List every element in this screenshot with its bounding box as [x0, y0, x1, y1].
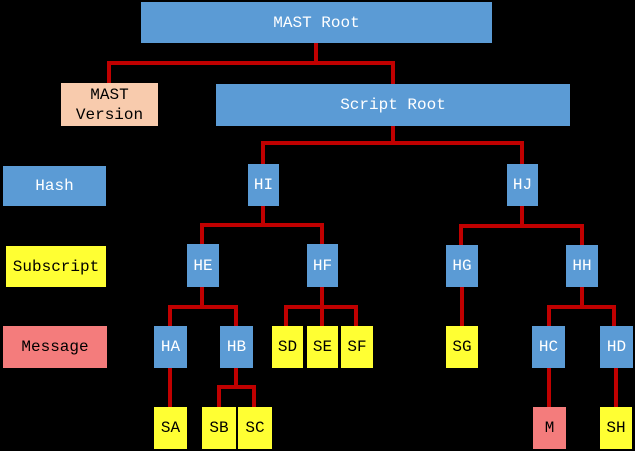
connector-line [168, 305, 172, 328]
connector-line [614, 366, 618, 409]
connector-line [217, 385, 221, 409]
node-hf: HF [307, 244, 338, 287]
connector-line [200, 223, 324, 227]
node-hj: HJ [507, 164, 538, 206]
node-hc: HC [532, 326, 565, 368]
node-sf: SF [341, 326, 373, 368]
connector-line [261, 141, 265, 166]
row-label-subscript: Subscript [6, 246, 106, 287]
connector-line [460, 285, 464, 328]
connector-line [284, 305, 288, 328]
node-hd: HD [600, 326, 633, 368]
connector-line [580, 224, 584, 247]
node-se: SE [307, 326, 338, 368]
connector-line [261, 141, 524, 145]
connector-line [520, 141, 524, 166]
connector-line [612, 305, 616, 328]
row-label-message: Message [3, 326, 107, 368]
node-script-root: Script Root [216, 84, 570, 126]
connector-line [200, 285, 204, 309]
node-hi: HI [248, 164, 279, 206]
connector-line [234, 366, 238, 389]
node-sd: SD [272, 326, 303, 368]
node-hg: HG [446, 245, 478, 287]
connector-line [217, 385, 256, 389]
connector-line [107, 61, 111, 85]
connector-line [320, 223, 324, 246]
connector-line [520, 204, 524, 228]
row-label-hash: Hash [3, 166, 106, 206]
node-sh: SH [600, 407, 632, 449]
connector-line [261, 204, 265, 227]
node-mast-root: MAST Root [141, 2, 492, 43]
connector-line [459, 224, 463, 247]
node-sc: SC [238, 407, 272, 449]
connector-line [547, 366, 551, 409]
connector-line [320, 285, 324, 328]
node-sb: SB [202, 407, 236, 449]
node-hh: HH [566, 245, 598, 287]
connector-line [252, 385, 256, 409]
node-sg: SG [446, 326, 478, 368]
connector-line [391, 124, 395, 145]
connector-line [168, 305, 238, 309]
connector-line [547, 305, 551, 328]
connector-line [354, 305, 358, 328]
node-m: M [533, 407, 566, 449]
node-sa: SA [154, 407, 187, 449]
node-mast-version: MAST Version [61, 83, 158, 126]
connector-line [234, 305, 238, 328]
node-hb: HB [220, 326, 253, 368]
connector-line [547, 305, 616, 309]
connector-line [107, 61, 395, 65]
connector-line [580, 285, 584, 309]
node-ha: HA [154, 326, 187, 368]
connector-line [391, 61, 395, 86]
connector-line [200, 223, 204, 246]
connector-line [168, 366, 172, 409]
connector-line [314, 41, 318, 65]
connector-line [459, 224, 584, 228]
node-he: HE [187, 244, 219, 287]
